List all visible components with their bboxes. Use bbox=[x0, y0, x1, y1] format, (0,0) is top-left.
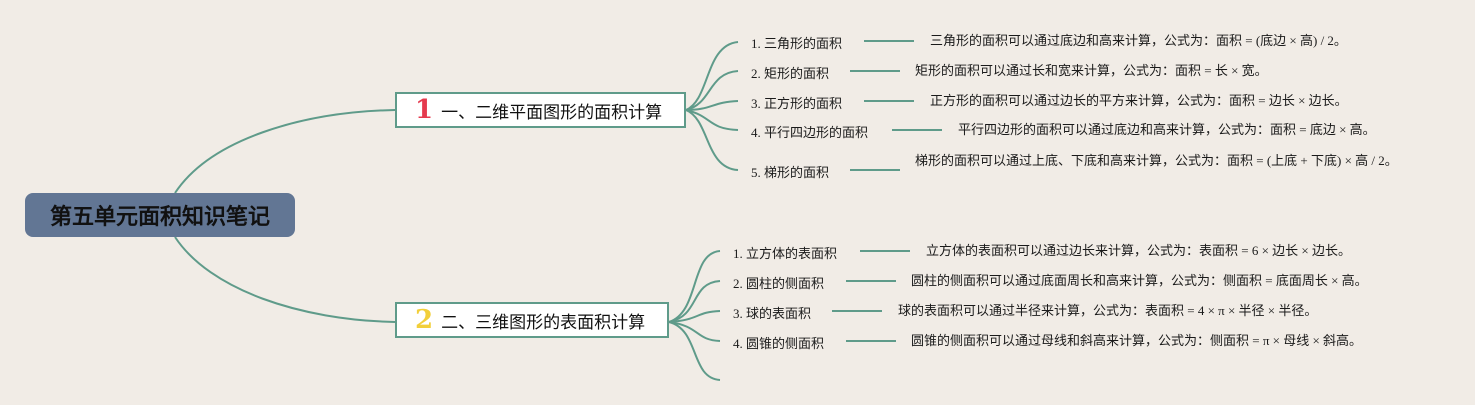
number-badge-1-icon: 1 bbox=[415, 95, 434, 125]
leaf-parallelogram-area[interactable]: 4. 平行四边形的面积 bbox=[751, 125, 869, 140]
connector-b1-item-1 bbox=[685, 41, 739, 111]
connector-root-branch-2 bbox=[174, 236, 396, 323]
desc-square-area: 正方形的面积可以通过边长的平方来计算，公式为：面积 = 边长 × 边长。 bbox=[930, 93, 1348, 108]
connector-b1-item-5 bbox=[685, 109, 739, 171]
leaf-square-area[interactable]: 3. 正方形的面积 bbox=[751, 96, 843, 111]
connector-b2-item-2 bbox=[668, 280, 721, 323]
leaf-cone-lateral-area[interactable]: 4. 圆锥的侧面积 bbox=[733, 336, 825, 351]
desc-cylinder-lateral-area: 圆柱的侧面积可以通过底面周长和高来计算，公式为：侧面积 = 底面周长 × 高。 bbox=[911, 273, 1368, 288]
connector-b2-item-4 bbox=[668, 321, 721, 342]
desc-rectangle-area: 矩形的面积可以通过长和宽来计算，公式为：面积 = 长 × 宽。 bbox=[915, 63, 1268, 78]
connector-b1-item-3 bbox=[685, 100, 739, 111]
connector-b2-item-1 bbox=[668, 250, 721, 323]
root-topic-title: 第五单元面积知识笔记 bbox=[49, 205, 270, 230]
desc-trapezoid-area: 梯形的面积可以通过上底、下底和高来计算，公式为：面积 = (上底 + 下底) ×… bbox=[915, 153, 1398, 168]
root-topic[interactable]: 第五单元面积知识笔记 bbox=[25, 193, 295, 237]
connector-b2-item-3 bbox=[668, 310, 721, 323]
leaf-rectangle-area[interactable]: 2. 矩形的面积 bbox=[751, 66, 830, 81]
leaf-sphere-surface-area[interactable]: 3. 球的表面积 bbox=[733, 306, 812, 321]
leaf-triangle-area[interactable]: 1. 三角形的面积 bbox=[751, 36, 843, 51]
connector-b1-item-2 bbox=[685, 70, 739, 111]
desc-sphere-surface-area: 球的表面积可以通过半径来计算，公式为：表面积 = 4 × π × 半径 × 半径… bbox=[898, 303, 1318, 318]
branch-topic-label: 二、三维图形的表面积计算 bbox=[441, 312, 646, 333]
branch-topic-3d-surface-area[interactable]: 2 二、三维图形的表面积计算 bbox=[395, 302, 669, 338]
leaf-cube-surface-area[interactable]: 1. 立方体的表面积 bbox=[733, 246, 838, 261]
desc-triangle-area: 三角形的面积可以通过底边和高来计算，公式为：面积 = (底边 × 高) / 2。 bbox=[930, 33, 1347, 48]
branch-topic-label: 一、二维平面图形的面积计算 bbox=[441, 102, 663, 123]
desc-cone-lateral-area: 圆锥的侧面积可以通过母线和斜高来计算，公式为：侧面积 = π × 母线 × 斜高… bbox=[911, 333, 1363, 348]
connector-b1-item-4 bbox=[685, 109, 739, 131]
connector-root-branch-1 bbox=[174, 109, 396, 194]
leaf-trapezoid-area[interactable]: 5. 梯形的面积 bbox=[751, 165, 830, 180]
number-badge-2-icon: 2 bbox=[415, 305, 434, 335]
connector-b2-item-5 bbox=[668, 321, 721, 381]
branch-topic-2d-area[interactable]: 1 一、二维平面图形的面积计算 bbox=[395, 92, 686, 128]
leaf-cylinder-lateral-area[interactable]: 2. 圆柱的侧面积 bbox=[733, 276, 825, 291]
desc-cube-surface-area: 立方体的表面积可以通过边长来计算，公式为：表面积 = 6 × 边长 × 边长。 bbox=[926, 243, 1351, 258]
desc-parallelogram-area: 平行四边形的面积可以通过底边和高来计算，公式为：面积 = 底边 × 高。 bbox=[958, 122, 1376, 137]
